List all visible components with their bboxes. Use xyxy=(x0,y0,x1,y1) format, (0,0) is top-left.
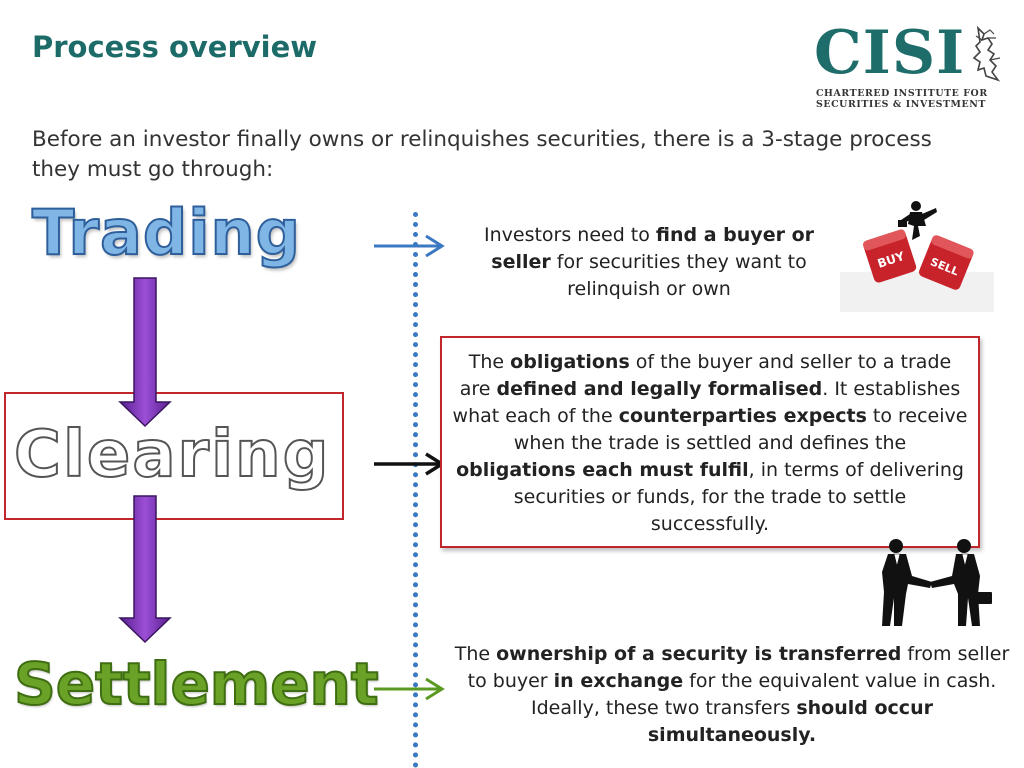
stage-settlement-label: Settlement xyxy=(13,649,380,719)
clearing-desc-text-5: , in terms of delivering securities or f… xyxy=(513,459,964,535)
businessman-left-icon xyxy=(882,539,932,626)
settlement-desc-text-1: The xyxy=(454,643,497,665)
settlement-description: The ownership of a security is transferr… xyxy=(446,641,1018,749)
settlement-desc-text-3: for the equivalent value in cash. Ideall… xyxy=(531,670,997,719)
stage-trading-label: Trading xyxy=(31,195,302,270)
intro-text: Before an investor finally owns or relin… xyxy=(32,127,932,182)
settlement-desc-bold-1: ownership of a security is transferred xyxy=(496,643,902,665)
clearing-description: The obligations of the buyer and seller … xyxy=(452,349,968,538)
trading-desc-bold-1: find a buyer or seller xyxy=(491,224,814,273)
logo-subtitle: CHARTERED INSTITUTE FOR SECURITIES & INV… xyxy=(816,88,1002,110)
clearing-desc-bold-1: obligations xyxy=(510,351,630,373)
page-title: Process overview xyxy=(32,30,318,64)
clearing-desc-text-1: The xyxy=(468,351,511,373)
businessman-right-icon xyxy=(930,539,992,626)
cisi-logo: CISI CHARTERED INSTITUTE FOR SECURITIES … xyxy=(812,18,1002,116)
settlement-desc-bold-2: in exchange xyxy=(553,670,684,692)
right-arrow-green-icon xyxy=(374,677,445,701)
stage-clearing-label: Clearing xyxy=(13,417,331,493)
clearing-highlight-box xyxy=(4,392,344,520)
logo-subtitle-line-1: CHARTERED INSTITUTE FOR xyxy=(816,88,988,99)
clearing-desc-text-4: to receive when the trade is settled and… xyxy=(513,405,968,454)
logo-subtitle-line-2: SECURITIES & INVESTMENT xyxy=(816,99,986,110)
buy-sell-dice-image: BUY SELL xyxy=(840,201,994,312)
logo-wordmark: CISI xyxy=(814,18,966,88)
clearing-desc-bold-4: obligations each must fulfil xyxy=(456,459,749,481)
jumping-man-icon xyxy=(898,201,937,240)
trading-desc-text-2: for securities they want to relinquish o… xyxy=(550,251,807,300)
right-arrow-blue-icon xyxy=(374,234,445,258)
clearing-desc-text-3: . It establishes what each of the xyxy=(452,378,961,427)
trading-desc-text-1: Investors need to xyxy=(483,224,656,246)
clearing-desc-text-2: of the buyer and seller to a trade are xyxy=(459,351,952,400)
settlement-desc-bold-3: should occur simultaneously. xyxy=(647,697,933,746)
trading-description: Investors need to find a buyer or seller… xyxy=(464,222,834,303)
handshake-image xyxy=(882,539,992,626)
clearing-description-box xyxy=(440,336,980,548)
griffin-crest-icon xyxy=(972,25,1001,82)
settlement-desc-text-2: from seller to buyer xyxy=(467,643,1010,692)
clearing-desc-bold-3: counterparties expects xyxy=(618,405,867,427)
right-arrow-black-icon xyxy=(374,452,446,476)
dotted-divider xyxy=(413,212,418,768)
clearing-desc-bold-2: defined and legally formalised xyxy=(496,378,823,400)
